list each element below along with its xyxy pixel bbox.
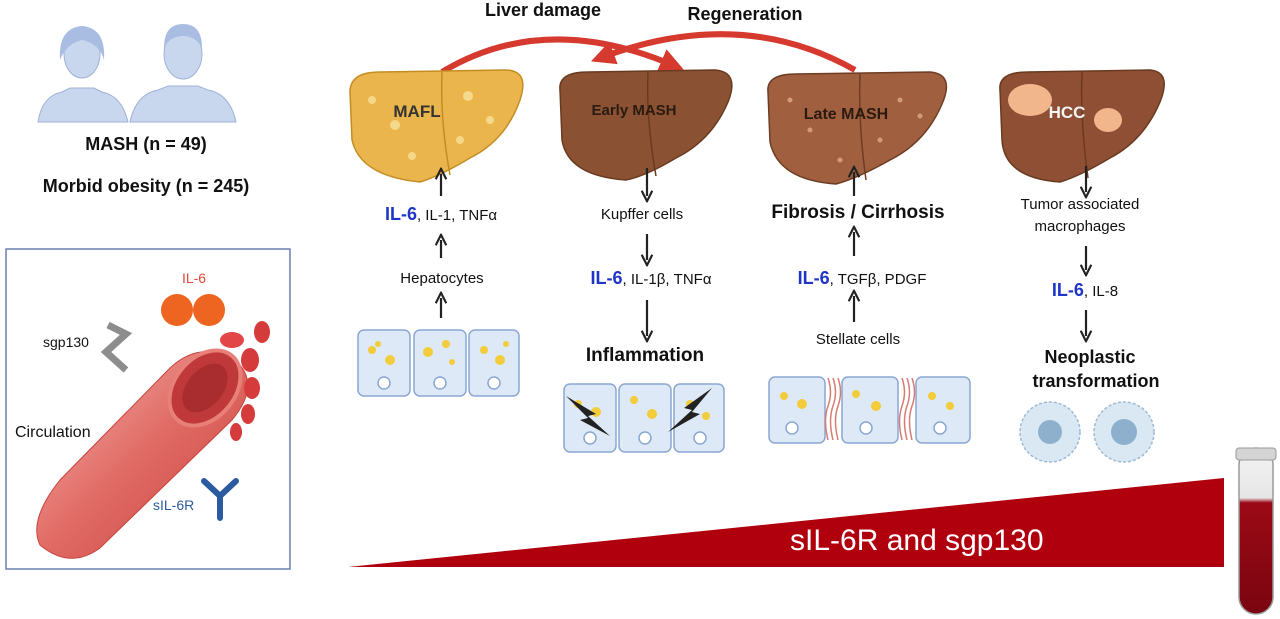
- mafl-cytokines-rest: , IL-1, TNFα: [416, 207, 498, 224]
- late-mash-il6-highlight: IL-6: [797, 268, 830, 288]
- early-mash-il6-highlight: IL-6: [590, 268, 623, 288]
- gradient-label: sIL-6R and sgp130: [790, 524, 1044, 557]
- regeneration-label: Regeneration: [687, 4, 803, 24]
- early-mash-cytokines: IL-6, IL-1β, TNFα: [591, 268, 712, 289]
- liver-damage-label: Liver damage: [484, 0, 602, 20]
- mafl-cell-label: Hepatocytes: [400, 270, 484, 287]
- stage-mafl-label: MAFL: [393, 102, 441, 121]
- blood-vessel-illustration: [36, 321, 270, 559]
- hepatocyte-cells-illustration: [357, 329, 520, 397]
- sgp130-receptor-icon: [100, 321, 133, 373]
- liver-mafl-icon: [349, 69, 524, 183]
- woman-figure-icon: [37, 26, 129, 123]
- hcc-cytokines-rest: , IL-8: [1083, 283, 1119, 300]
- late-mash-cytokines: IL-6, TGFβ, PDGF: [798, 268, 927, 289]
- stage-early-mash-label: Early MASH: [591, 102, 677, 119]
- stellate-cells-illustration: [768, 376, 971, 444]
- early-mash-outcome: Inflammation: [585, 345, 705, 366]
- sil6r-label: sIL-6R: [153, 497, 195, 513]
- hcc-il6-highlight: IL-6: [1051, 280, 1084, 300]
- late-mash-outcome: Fibrosis / Cirrhosis: [771, 202, 945, 223]
- sgp130-label: sgp130: [43, 334, 89, 350]
- stage-late-mash-label: Late MASH: [803, 106, 889, 123]
- man-figure-icon: [129, 24, 237, 123]
- sil6r-receptor-icon: [201, 478, 239, 521]
- fibrosis-fibers: [824, 377, 916, 441]
- cohort-obesity-label: Morbid obesity (n = 245): [42, 176, 250, 196]
- circulation-label: Circulation: [15, 424, 91, 441]
- stage-hcc-label: HCC: [1048, 103, 1086, 122]
- mafl-cytokines: IL-6, IL-1, TNFα: [385, 204, 497, 225]
- hcc-cell-label-line1: Tumor associated: [1020, 196, 1140, 213]
- lightning-icon: [566, 388, 712, 436]
- cohort-mash-label: MASH (n = 49): [85, 134, 207, 154]
- mafl-il6-highlight: IL-6: [384, 204, 417, 224]
- late-mash-cell-label: Stellate cells: [815, 331, 901, 348]
- liver-damage-arrow: [440, 36, 684, 75]
- liver-hcc-icon: [999, 69, 1165, 183]
- early-mash-cell-label: Kupffer cells: [600, 206, 684, 223]
- hcc-cytokines: IL-6, IL-8: [1052, 280, 1118, 301]
- hcc-outcome-line2: transformation: [1032, 371, 1160, 391]
- tumor-cells-illustration: [1019, 401, 1155, 463]
- early-mash-cytokines-rest: , IL-1β, TNFα: [622, 271, 712, 288]
- liver-early-mash-icon: [559, 69, 733, 181]
- liver-late-mash-icon: [767, 71, 948, 185]
- concentration-gradient-wedge: [348, 478, 1224, 567]
- hcc-cell-label-line2: macrophages: [1034, 218, 1126, 235]
- hcc-outcome-line1: Neoplastic: [1044, 347, 1136, 367]
- flow-arrows: [441, 166, 1086, 336]
- regeneration-arrow: [591, 31, 857, 73]
- lipid-droplets: [368, 340, 509, 365]
- stellate-lipid-droplets: [780, 390, 954, 411]
- il6-label: IL-6: [181, 270, 207, 286]
- late-mash-cytokines-rest: , TGFβ, PDGF: [829, 271, 927, 288]
- il6-molecule-icon: [161, 294, 225, 326]
- blood-sample-tube-icon: [1235, 447, 1277, 615]
